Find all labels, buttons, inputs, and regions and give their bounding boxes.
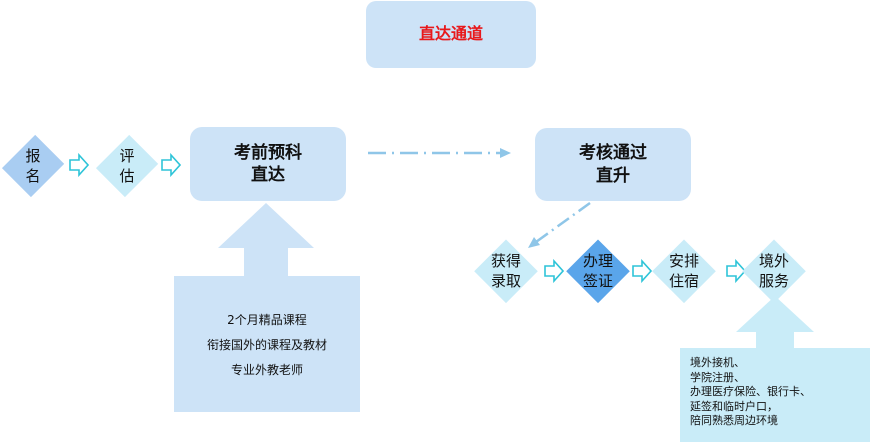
service-detail-5: 陪同熟悉周边环境: [690, 414, 778, 428]
step-register-line1: 报: [25, 146, 41, 165]
prep-detail-3: 专业外教老师: [230, 362, 303, 377]
dashed-connector-arrow: [368, 148, 511, 158]
step-assess-line1: 评: [119, 146, 135, 165]
service-detail-3: 办理医疗保险、银行卡、: [690, 385, 811, 399]
step-overseas-line2: 服务: [758, 272, 789, 290]
step-visa-line1: 办理: [582, 251, 613, 270]
step-housing-line1: 安排: [668, 251, 699, 270]
prep-detail-2: 衔接国外的课程及教材: [206, 337, 327, 352]
step-housing-line2: 住宿: [668, 272, 699, 290]
title-box: 直达通道: [366, 1, 536, 68]
service-detail-4: 延签和临时户口，: [690, 399, 778, 413]
step-assess-diamond: 评 估: [94, 128, 160, 204]
step-admission-diamond: 获得 录取: [470, 235, 542, 307]
step-register-line2: 名: [25, 167, 41, 185]
up-arrow-shape: [218, 203, 314, 280]
service-detail-2: 学院注册、: [690, 370, 745, 384]
prep-details-box: 2个月精品课程 衔接国外的课程及教材 专业外教老师: [174, 276, 360, 412]
title-text: 直达通道: [418, 24, 483, 44]
prep-detail-1: 2个月精品课程: [227, 312, 307, 327]
pass-box: 考核通过 直升: [535, 128, 691, 201]
pass-box-line2: 直升: [596, 165, 630, 186]
step-assess-line2: 估: [119, 167, 135, 185]
chevron-right-icon: [544, 259, 564, 283]
step-visa-diamond: 办理 签证: [562, 235, 634, 307]
service-detail-1: 境外接机、: [690, 356, 745, 369]
step-admission-line2: 录取: [490, 272, 521, 290]
step-overseas-diamond: 境外 服务: [738, 235, 810, 307]
prep-box-line1: 考前预科: [234, 142, 302, 163]
step-admission-line1: 获得: [490, 251, 521, 270]
pass-box-line1: 考核通过: [579, 143, 647, 164]
step-overseas-line1: 境外: [758, 251, 789, 270]
step-visa-line2: 签证: [582, 272, 613, 290]
service-details-box: 境外接机、 学院注册、 办理医疗保险、银行卡、 延签和临时户口， 陪同熟悉周边环…: [680, 348, 870, 442]
chevron-right-icon: [632, 259, 652, 283]
step-housing-diamond: 安排 住宿: [648, 235, 720, 307]
step-register-diamond: 报 名: [0, 128, 66, 204]
chevron-right-icon: [161, 153, 181, 177]
chevron-right-icon: [69, 153, 89, 177]
prep-box: 考前预科 直达: [190, 127, 346, 201]
up-arrow-shape-small: [736, 296, 814, 350]
prep-box-line2: 直达: [251, 165, 285, 185]
